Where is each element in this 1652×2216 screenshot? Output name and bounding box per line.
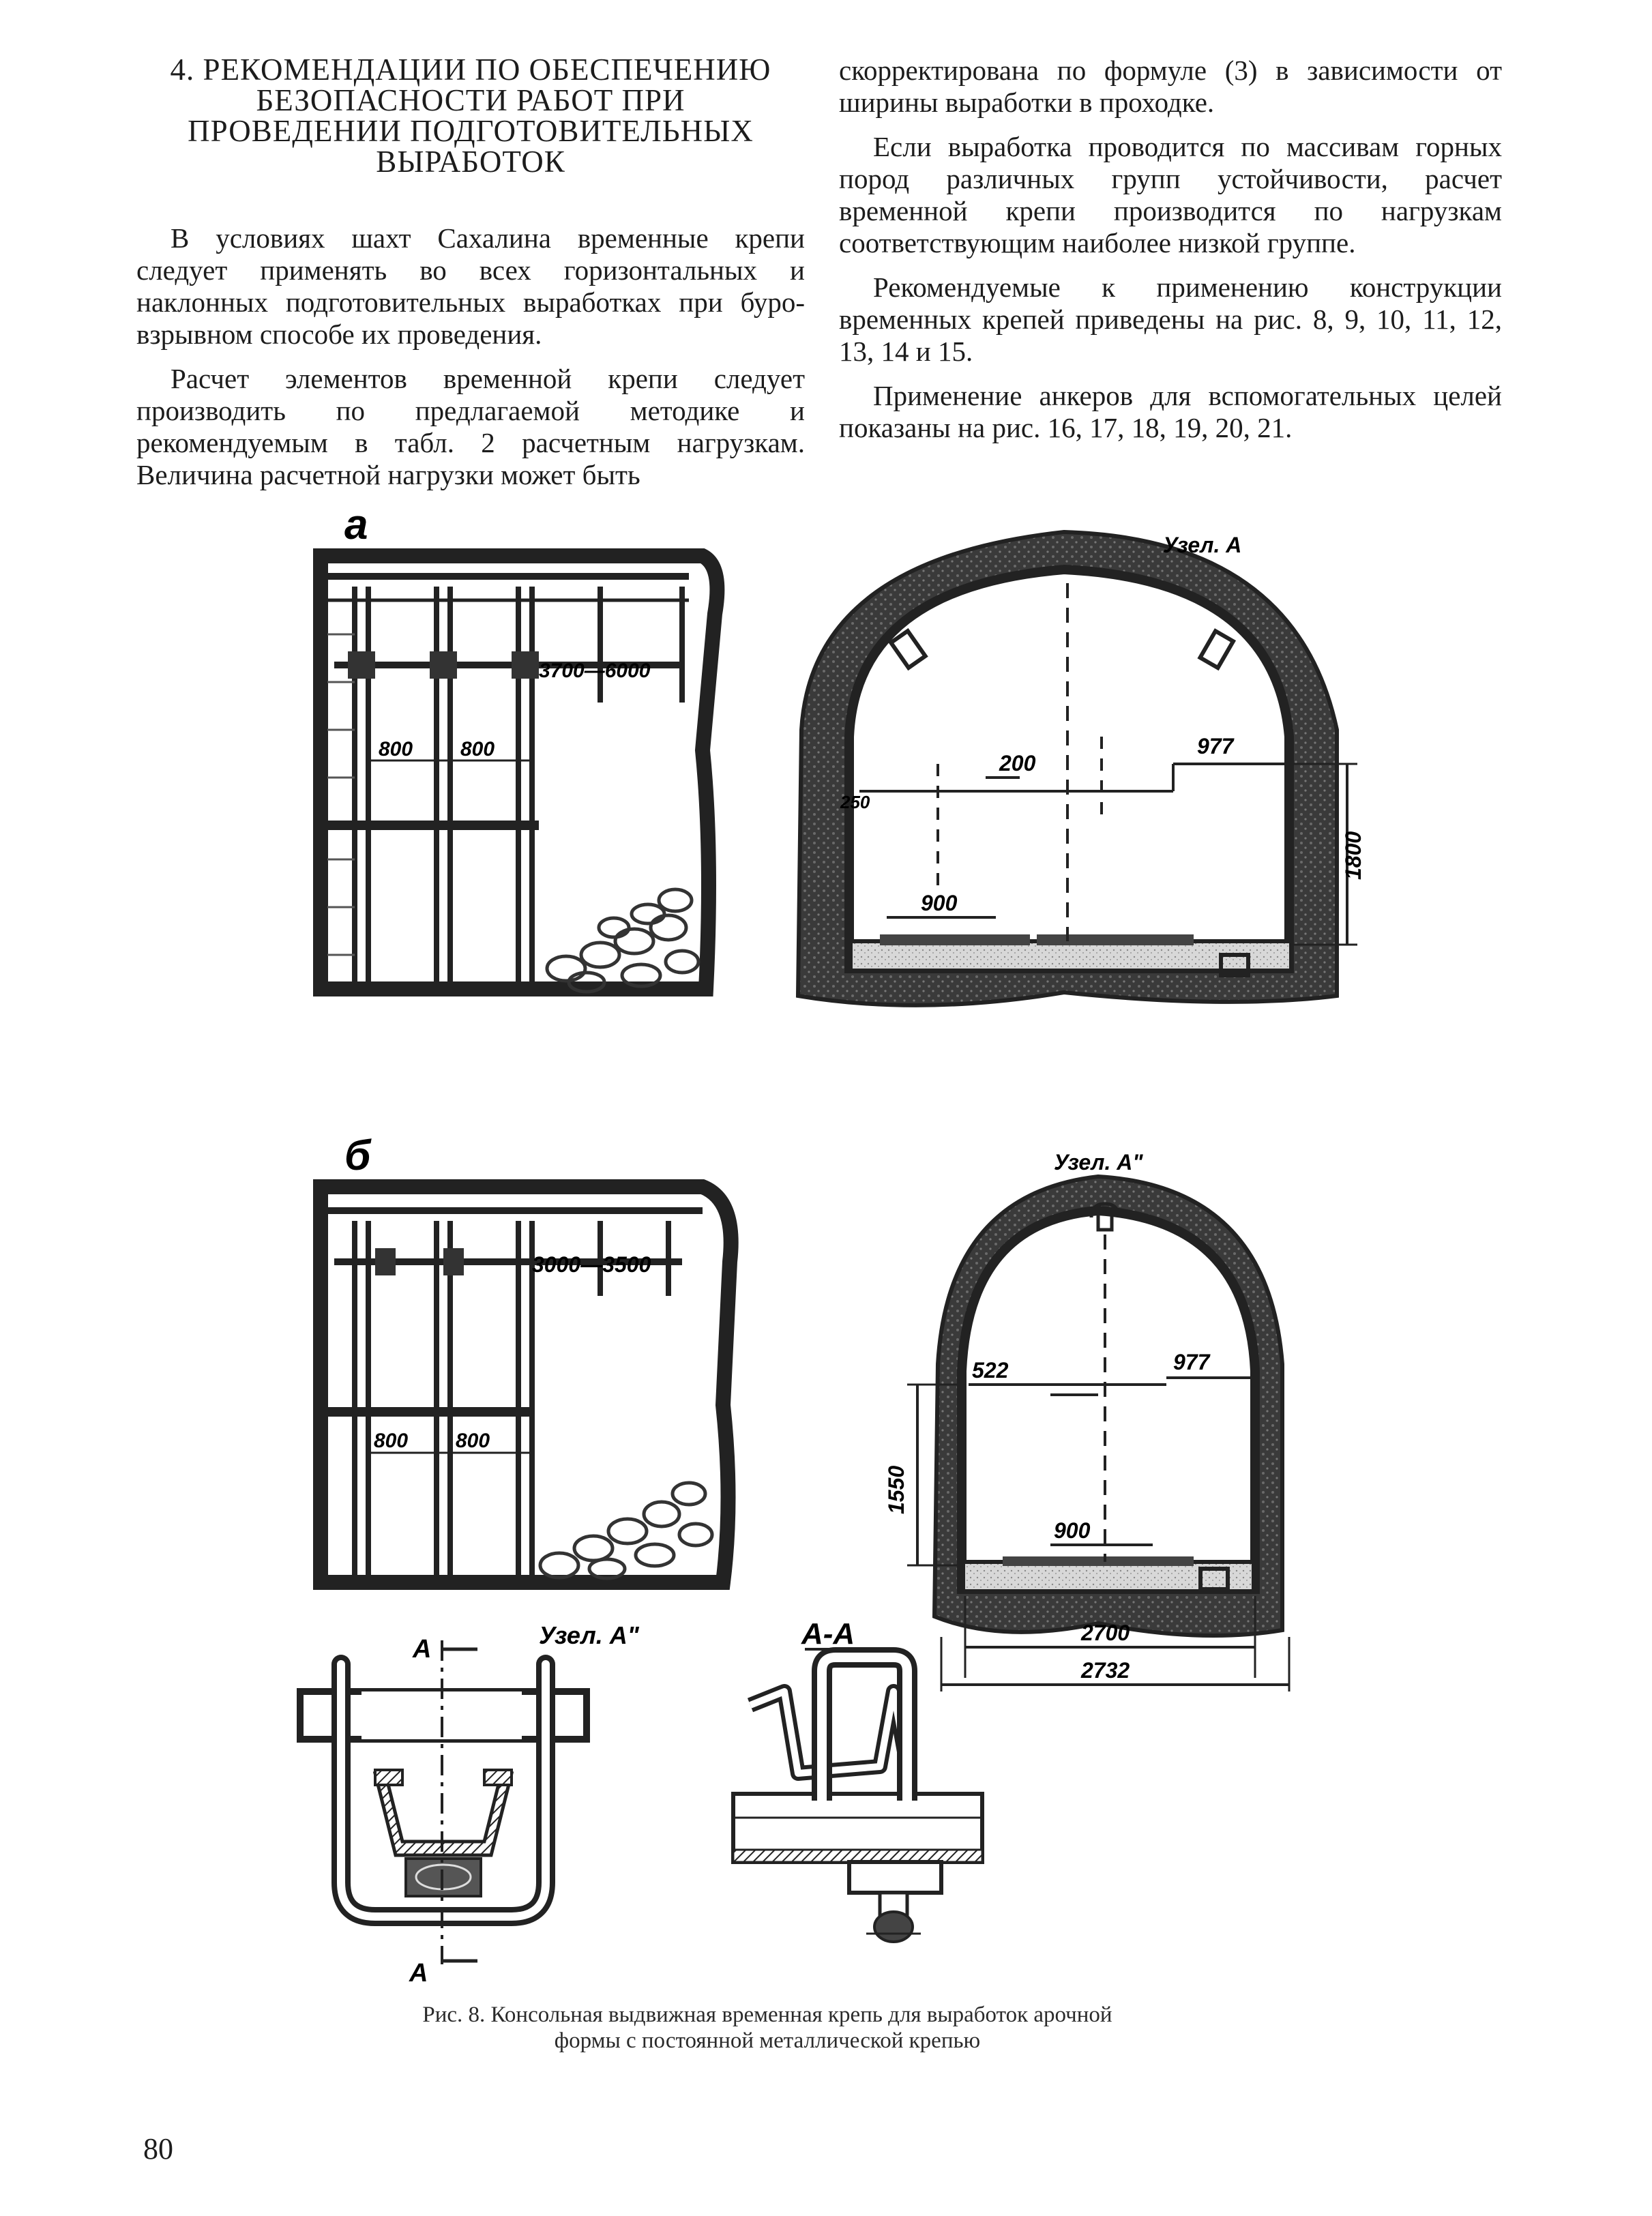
b-dim-900: 900 [1054,1518,1091,1543]
heading-line: 4. РЕКОМЕНДАЦИИ ПО ОБЕСПЕЧЕНИЮ [170,53,771,87]
b-dim-2700: 2700 [1080,1621,1130,1645]
detail-node-a: А А Узел. А" [297,1621,640,1988]
heading-line: ПРОВЕДЕНИИ ПОДГОТОВИТЕЛЬНЫХ [188,114,754,148]
b-node-label: Узел. А" [1054,1150,1143,1175]
a-dim-977: 977 [1197,734,1235,758]
a-dim-1800: 1800 [1341,831,1366,880]
b-dim-522: 522 [972,1358,1009,1383]
panel-b-cross-section: Узел. А" 522 977 900 1550 2700 2732 [884,1150,1290,1691]
paragraph: Если выработка проводится по массивам го… [839,131,1502,258]
paragraph: скорректирована по формуле (3) в зависим… [839,55,1502,118]
cut-bottom-label: А [409,1959,428,1988]
b-dim-1550: 1550 [884,1466,909,1514]
panel-a-cross-section: Узел. А 200 977 250 900 1800 [795,529,1366,1007]
page-number: 80 [143,2132,173,2166]
section-aa-title: А-А [801,1617,855,1651]
paragraph: Расчет элементов временной крепи следует… [136,363,805,490]
paragraph: В условиях шахт Сахалина временные крепи… [136,222,805,350]
paragraph: Применение анкеров для вспомогательных ц… [839,380,1502,443]
a-dim-200: 200 [999,751,1036,775]
panel-a-label: а [344,501,368,548]
a-dim-800-2: 800 [460,738,495,760]
a-dim-900: 900 [921,891,958,915]
a-span-dim: 3700—6000 [539,660,651,682]
section-heading: 4. РЕКОМЕНДАЦИИ ПО ОБЕСПЕЧЕНИЮ БЕЗОПАСНО… [136,55,805,177]
panel-b-label: б [344,1132,372,1179]
b-dim-2732: 2732 [1080,1658,1130,1683]
a-node-label: Узел. А [1163,533,1241,557]
heading-line: БЕЗОПАСНОСТИ РАБОТ ПРИ [256,83,685,117]
cut-top-label: А [412,1635,431,1664]
b-dim-800-2: 800 [456,1430,490,1452]
detail-node-label: Узел. А" [539,1621,640,1649]
right-column: скорректирована по формуле (3) в зависим… [839,55,1502,456]
section-a-a: А-А [731,1617,984,1943]
panel-a-side-view: 3700—6000 800 800 [313,548,725,996]
a-dim-250: 250 [840,792,870,812]
b-span-dim: 3000—3500 [532,1252,651,1277]
panel-b-side-view: 3000—3500 800 800 [313,1179,739,1590]
paragraph: Рекомендуемые к применению конструкции в… [839,271,1502,367]
left-column: 4. РЕКОМЕНДАЦИИ ПО ОБЕСПЕЧЕНИЮ БЕЗОПАСНО… [136,55,805,503]
a-dim-800-1: 800 [379,738,413,760]
figure-caption: Рис. 8. Консольная выдвижная временная к… [422,2003,1112,2053]
b-dim-977: 977 [1173,1350,1211,1374]
heading-line: ВЫРАБОТОК [376,145,565,179]
b-dim-800-1: 800 [374,1430,408,1452]
